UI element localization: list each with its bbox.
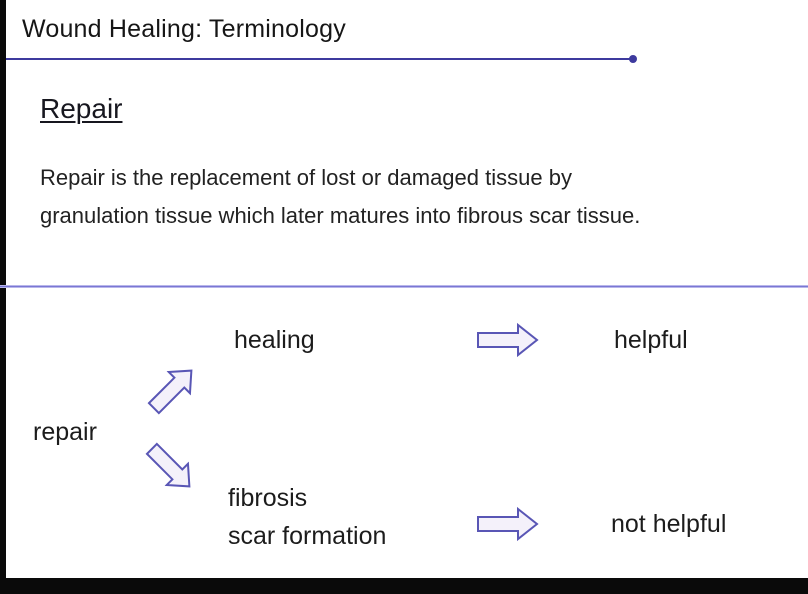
- healing-label: healing: [234, 326, 315, 354]
- letterbox-left-bar: [0, 0, 6, 594]
- right-arrow-icon-2: [477, 506, 539, 542]
- diagram-root-label: repair: [33, 418, 97, 446]
- section-heading: Repair: [40, 93, 123, 124]
- letterbox-bottom-bar: [0, 578, 808, 594]
- helpful-label: helpful: [614, 326, 688, 354]
- title-underline-rule: [6, 55, 637, 63]
- definition-text: Repair is the replacement of lost or dam…: [40, 165, 641, 228]
- right-arrow-icon-1: [477, 322, 539, 358]
- slide-title: Wound Healing: Terminology: [22, 15, 346, 43]
- block-arrow-up-right-icon: [147, 369, 193, 415]
- not-helpful-label: not helpful: [611, 510, 727, 538]
- block-arrow-down-right-icon: [145, 442, 191, 488]
- rule-end-dot: [629, 55, 637, 63]
- section-divider: [0, 285, 808, 288]
- fibrosis-scar-label: fibrosis scar formation: [228, 484, 387, 550]
